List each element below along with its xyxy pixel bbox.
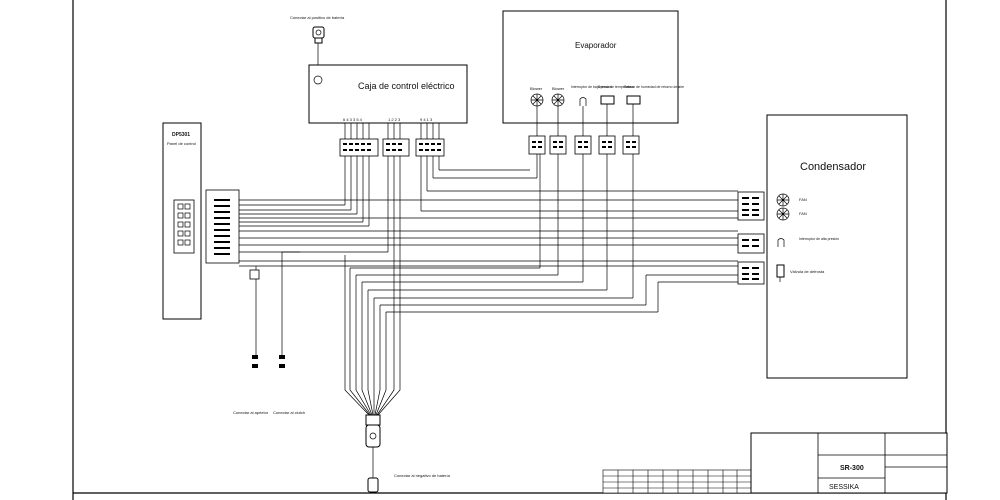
- control-box-leads: [344, 123, 440, 139]
- panel-connector: [173, 199, 195, 254]
- evap-blower-1-label: Blower: [530, 86, 543, 91]
- temperature-sensor-label: Sensor de temperatura: [598, 85, 634, 89]
- panel-model-label: DP5301: [172, 132, 190, 138]
- defrost-valve-label: Válvula de defrosta: [790, 269, 825, 274]
- title-company: SESSIKA: [829, 484, 859, 491]
- svg-text:6 4 3 3 5 4: 6 4 3 3 5 4: [343, 117, 363, 122]
- valve-icon: [776, 264, 785, 282]
- evap-blower-2-label: Blower: [552, 86, 565, 91]
- low-pressure-switch-label: Interruptor de baja presión: [571, 85, 612, 89]
- terminal-block: [205, 189, 240, 264]
- control-box-label: Caja de control eléctrico: [358, 81, 455, 91]
- defrost-valve-connector: [737, 261, 765, 285]
- evaporator-label: Evaporador: [575, 41, 617, 50]
- blower-fan-icon: [551, 93, 565, 107]
- compressor-label: Conectar al aprietor: [233, 410, 269, 415]
- battery-negative-label: Conectar al negativo de batería: [394, 473, 451, 478]
- ground-connector-icon: [365, 414, 381, 493]
- condenser-fan-connector: [737, 191, 765, 221]
- control-box-connectors: [339, 138, 445, 157]
- main-harness: [239, 154, 738, 416]
- condenser-box: [766, 114, 908, 379]
- humidity-sensor-label: Sensor de humedad de retorno de aire: [624, 85, 684, 89]
- control-box-pin-numbers: 6 4 3 3 5 4 1 2 2 3 9 4 1 3: [343, 117, 433, 122]
- evaporator-box: [502, 10, 679, 124]
- compressor-connector: [249, 269, 260, 368]
- battery-positive-label: Conectar al positivo de batería: [290, 15, 345, 20]
- blower-fan-icon: [530, 93, 544, 107]
- control-box: [308, 64, 468, 124]
- fan-2-label: FAN: [799, 211, 807, 216]
- svg-text:1 2 2 3: 1 2 2 3: [388, 117, 401, 122]
- evaporator-leads: [536, 104, 634, 136]
- title-block: [750, 432, 948, 494]
- high-pressure-switch-label: Interruptor de alta presión: [799, 237, 839, 241]
- switch-icon: [579, 97, 587, 106]
- control-panel: [162, 122, 202, 320]
- title-model: SR-300: [840, 465, 864, 472]
- switch-icon: [777, 238, 785, 247]
- terminal-block-pins: [214, 199, 230, 255]
- sensor-icon: [600, 95, 615, 105]
- revision-table: [602, 469, 752, 494]
- clutch-label: Conectar al clutch: [273, 410, 305, 415]
- panel-name-label: Panel de control: [167, 141, 196, 146]
- high-pressure-switch-connector: [737, 233, 765, 254]
- condenser-fan-icon: [776, 207, 790, 221]
- evaporator-connectors: [528, 135, 640, 155]
- fan-1-label: FAN: [799, 197, 807, 202]
- sensor-icon: [626, 95, 641, 105]
- condenser-label: Condensador: [800, 161, 866, 173]
- condenser-fan-icon: [776, 193, 790, 207]
- control-box-fuse-icon: [313, 75, 323, 85]
- clutch-connector: [279, 355, 285, 368]
- svg-text:9 4 1 3: 9 4 1 3: [420, 117, 433, 122]
